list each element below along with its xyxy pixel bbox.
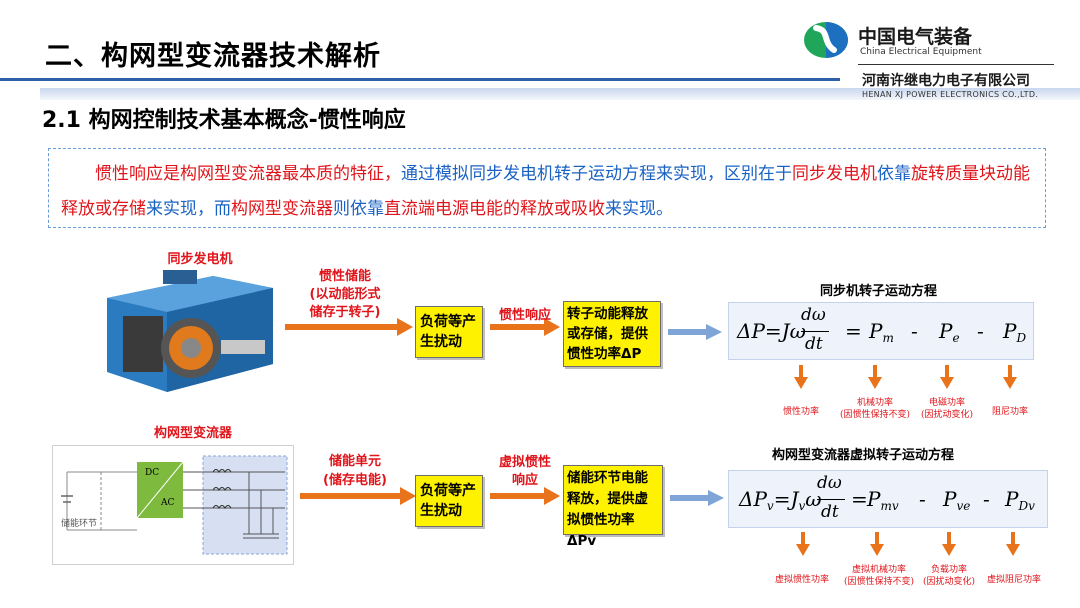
storage-label: 储能环节 (61, 519, 98, 529)
down-arrow-icon (942, 532, 956, 556)
arrow-to-equation-2 (670, 490, 724, 506)
equation-denominator: dt (805, 334, 823, 354)
equation-numerator: dω (817, 473, 842, 493)
equation-equals: = (845, 319, 862, 343)
intro-text: 通过模拟同步发电机转子运动方程来实现，区别在于 (401, 164, 792, 184)
caption-electromagnetic-power: 电磁功率 (因扰动变化) (920, 398, 974, 420)
disturbance-box: 负荷等产 生扰动 (415, 306, 483, 358)
equation-term: Pmv (867, 487, 899, 513)
storage-unit-label: 储能单元 (储存电能) (323, 454, 387, 488)
down-arrow-icon (794, 365, 808, 389)
equation-minus: - (977, 319, 984, 343)
storage-energy-box: 储能环节电能 释放，提供虚 拟惯性功率ΔPv (563, 465, 663, 549)
intro-text: 构网型变流器 (231, 199, 333, 219)
equation-numerator: dω (801, 305, 826, 325)
caption-load-power: 负载功率 (因扰动变化) (922, 565, 976, 587)
company-logo-icon (804, 22, 848, 58)
equation-term: Pve (943, 487, 971, 513)
logo-name-en: China Electrical Equipment (860, 47, 982, 57)
equation-title: 同步机转子运动方程 (820, 284, 938, 299)
logo-divider (858, 64, 1054, 65)
generator-image (107, 270, 273, 392)
down-arrow-icon (1006, 532, 1020, 556)
arrow-storage-unit (300, 487, 416, 505)
down-arrow-icon (868, 365, 882, 389)
converter-circuit-icon (61, 455, 288, 555)
intro-text: 来实现，而 (146, 199, 231, 219)
section-subtitle: 2.1 构网控制技术基本概念-惯性响应 (42, 108, 406, 133)
equation-minus: - (919, 487, 926, 511)
logo-company-en: HENAN XJ POWER ELECTRONICS CO.,LTD. (862, 90, 1039, 99)
caption-inertia-power: 惯性功率 (782, 407, 819, 417)
slide-title: 二、构网型变流器技术解析 (45, 41, 381, 72)
inertia-storage-label: 惯性储能 (以动能形式 储存于转子) (309, 269, 381, 320)
intro-text: 来实现。 (605, 199, 673, 219)
caption-mechanical-power: 机械功率 (因惯性保持不变) (839, 398, 911, 420)
disturbance-box-2: 负荷等产 生扰动 (415, 475, 483, 527)
caption-virtual-mechanical-power: 虚拟机械功率 (因惯性保持不变) (843, 565, 915, 587)
equation-denominator: dt (821, 502, 839, 522)
down-arrow-icon (796, 532, 810, 556)
equation-lhs: ΔPv=Jvω (739, 487, 822, 513)
generator-label: 同步发电机 (167, 252, 233, 267)
caption-virtual-inertia-power: 虚拟惯性功率 (774, 575, 829, 585)
intro-text: 依靠 (877, 164, 911, 184)
logo-company-cn: 河南许继电力电子有限公司 (862, 73, 1030, 89)
equation-minus: - (983, 487, 990, 511)
virtual-inertia-label: 虚拟惯性 响应 (498, 455, 551, 488)
equation-minus: - (911, 319, 918, 343)
equation-term: PDv (1005, 487, 1035, 513)
arrow-to-equation (668, 324, 722, 340)
equation-box: ΔP=Jω dω dt = Pm - Pe - PD (728, 302, 1034, 360)
equation-lhs: ΔP=Jω (737, 319, 806, 343)
fraction-bar (801, 331, 829, 332)
equation-term: Pe (939, 319, 960, 345)
intro-text: 旋转质量块动能释放或存储 (61, 164, 1030, 219)
equation-box-2: ΔPv=Jvω dω dt = Pmv - Pve - PDv (728, 470, 1048, 528)
converter-label: 构网型变流器 (153, 426, 232, 441)
caption-virtual-damping-power: 虚拟阻尼功率 (986, 575, 1041, 585)
intro-box: 惯性响应是构网型变流器最本质的特征，通过模拟同步发电机转子运动方程来实现，区别在… (48, 148, 1046, 228)
fraction-bar (817, 499, 845, 500)
down-arrow-icon (870, 532, 884, 556)
intro-text: 则依靠 (333, 199, 384, 219)
intro-text: 惯性响应是构网型变流器最本质的特征， (95, 164, 401, 184)
down-arrow-icon (940, 365, 954, 389)
arrow-response (490, 318, 560, 336)
equation-term: Pm (869, 319, 894, 345)
header-band (40, 88, 1080, 100)
down-arrow-icon (1003, 365, 1017, 389)
inertia-response-label: 惯性响应 (498, 308, 551, 323)
header-rule (0, 78, 840, 81)
arrow-storage (285, 318, 413, 336)
logo-name-cn: 中国电气装备 (858, 26, 973, 48)
ac-label: AC (161, 498, 175, 508)
intro-text: 同步发电机 (792, 164, 877, 184)
dc-label: DC (145, 468, 160, 478)
equation-term: PD (1003, 319, 1027, 345)
converter-diagram: DC AC 储能环节 (52, 445, 294, 565)
equation-title-2: 构网型变流器虚拟转子运动方程 (772, 448, 955, 463)
rotor-energy-box: 转子动能释放 或存储，提供 惯性功率ΔP (563, 301, 661, 367)
arrow-virtual-response (490, 487, 560, 505)
equation-equals: = (851, 487, 868, 511)
intro-text: 直流端电源电能的释放或吸收 (384, 199, 605, 219)
caption-damping-power: 阻尼功率 (991, 407, 1028, 417)
